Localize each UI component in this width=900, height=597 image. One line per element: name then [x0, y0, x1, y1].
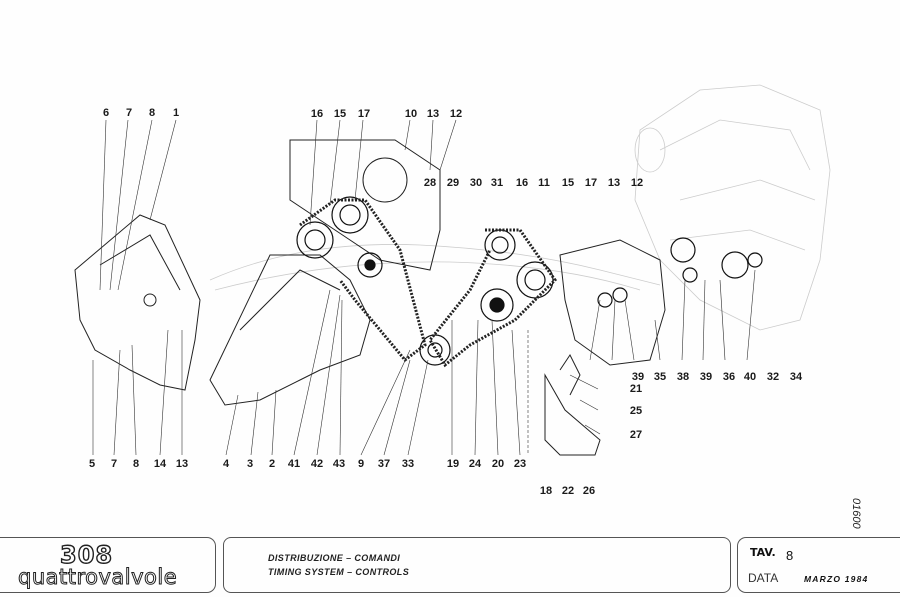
callout-label: 8: [148, 107, 156, 119]
callout-label: 16: [515, 177, 529, 189]
callout-label: 33: [401, 458, 415, 470]
callout-label: 15: [561, 177, 575, 189]
callout-label: 32: [766, 371, 780, 383]
diagram-drawing: [74, 84, 831, 456]
callout-label: 5: [88, 458, 96, 470]
title-block: 308 quattrovalvole DISTRIBUZIONE – COMAN…: [0, 535, 900, 593]
callout-label: 25: [629, 405, 643, 417]
date-value: MARZO 1984: [804, 574, 869, 584]
callout-label: 13: [607, 177, 621, 189]
title-english: TIMING SYSTEM – CONTROLS: [268, 567, 410, 577]
drawing-reference-code: 01600: [850, 498, 862, 529]
callout-label: 14: [153, 458, 167, 470]
callout-label: 20: [491, 458, 505, 470]
faded-engine-block: [209, 84, 831, 331]
callout-label: 31: [490, 177, 504, 189]
tav-number: 8: [786, 548, 794, 563]
callout-label: 43: [332, 458, 346, 470]
callout-label: 42: [310, 458, 324, 470]
callout-label: 17: [584, 177, 598, 189]
logo-model: 308: [59, 540, 114, 569]
callout-label: 2: [268, 458, 276, 470]
callout-label: 23: [513, 458, 527, 470]
callout-label: 38: [676, 371, 690, 383]
callout-label: 37: [377, 458, 391, 470]
callout-label: 8: [132, 458, 140, 470]
tav-label: TAV.: [750, 546, 776, 559]
callout-label: 26: [582, 485, 596, 497]
callout-label: 12: [630, 177, 644, 189]
callout-label: 15: [333, 108, 347, 120]
callout-label: 21: [629, 383, 643, 395]
callout-label: 41: [287, 458, 301, 470]
callout-label: 1: [172, 107, 180, 119]
callout-label: 34: [789, 371, 803, 383]
callout-label: 7: [125, 107, 133, 119]
callout-label: 22: [561, 485, 575, 497]
callout-label: 40: [743, 371, 757, 383]
callout-label: 28: [423, 177, 437, 189]
callout-label: 39: [631, 371, 645, 383]
callout-label: 27: [629, 429, 643, 441]
logo-panel: 308 quattrovalvole: [0, 537, 216, 593]
date-label: DATA: [748, 571, 779, 585]
callout-label: 24: [468, 458, 482, 470]
callout-label: 30: [469, 177, 483, 189]
callout-label: 12: [449, 108, 463, 120]
callout-label: 9: [357, 458, 365, 470]
callout-label: 13: [426, 108, 440, 120]
pulleys: [296, 196, 763, 366]
leader-lines: [92, 119, 756, 456]
timing-belts: [299, 198, 557, 368]
right-housing: [544, 239, 666, 456]
callout-label: 4: [222, 458, 230, 470]
callout-label: 7: [110, 458, 118, 470]
callout-label: 18: [539, 485, 553, 497]
callout-label: 3: [246, 458, 254, 470]
callout-label: 13: [175, 458, 189, 470]
callout-label: 29: [446, 177, 460, 189]
logo-variant: quattrovalvole: [17, 565, 178, 590]
title-italian: DISTRIBUZIONE – COMANDI: [268, 553, 401, 563]
description-panel: DISTRIBUZIONE – COMANDI TIMING SYSTEM – …: [223, 537, 731, 593]
callout-label: 39: [699, 371, 713, 383]
callout-label: 19: [446, 458, 460, 470]
callout-label: 36: [722, 371, 736, 383]
callout-label: 35: [653, 371, 667, 383]
callout-label: 17: [357, 108, 371, 120]
callout-label: 16: [310, 108, 324, 120]
callout-label: 6: [102, 107, 110, 119]
exploded-parts-diagram: 6 7 8 1 16 15 17 10 13 12 28 29 30 31 16…: [74, 84, 862, 529]
callout-label: 11: [538, 177, 550, 189]
center-cover: [209, 139, 441, 406]
left-cover: [74, 214, 201, 391]
plate-info-panel: TAV. 8 DATA MARZO 1984: [737, 537, 900, 593]
callout-label: 10: [404, 108, 418, 120]
